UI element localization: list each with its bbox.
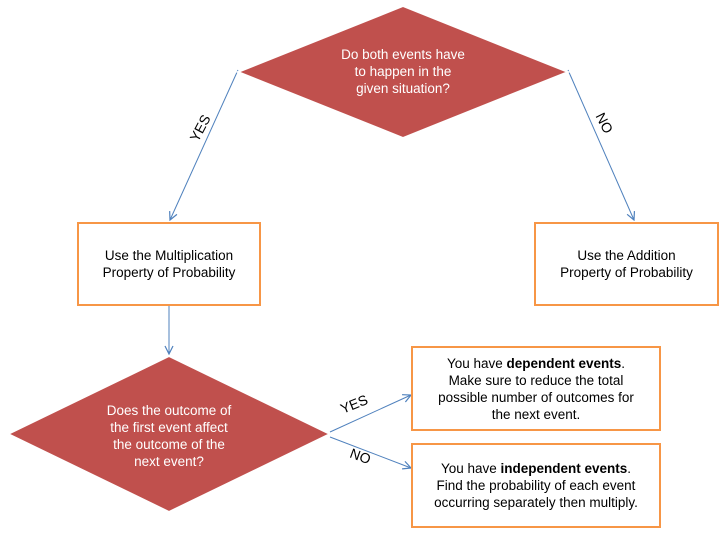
decision-line: Does the outcome of [106,403,232,418]
decision-line: next event? [134,454,204,469]
dependent-events-box: You have dependent events. Make sure to … [411,346,661,431]
independent-prefix: You have [440,461,501,476]
independent-bold: independent events [500,461,628,476]
box-line: possible number of outcomes for [438,389,634,405]
dependent-bold: dependent events [506,355,622,371]
independent-suffix: . [627,461,632,476]
decision-diamond-both-events [235,4,571,140]
box-line: Use the Addition [577,248,676,263]
box-line: Property of Probability [102,265,236,280]
box-line: Property of Probability [560,265,693,280]
connector-q1-to-addition [567,69,634,220]
independent-events-box: You have independent events. Find the pr… [411,443,661,528]
decision-line: the outcome of the [113,437,225,452]
addition-property-box: Use the Addition Property of Probability [534,222,719,306]
multiplication-property-box: Use the Multiplication Property of Proba… [77,222,261,306]
decision-diamond-outcome-affect [5,354,333,514]
box-line: occurring separately then multiply. [434,495,638,510]
decision-line: the first event affect [110,420,228,435]
independent-heading: You have independent events. [434,460,638,477]
box-line: Use the Multiplication [104,248,234,263]
connector-q2-to-dependent [329,395,411,433]
dependent-suffix: . [621,355,626,371]
box-line: the next event. [491,406,581,422]
decision-line: to happen in the [354,64,452,79]
box-line: Make sure to reduce the total [448,372,624,388]
dependent-prefix: You have [446,355,507,371]
decision-text-outcome-affect: Does the outcome of the first event affe… [79,402,259,470]
decision-text-both-events: Do both events have to happen in the giv… [313,46,493,97]
box-line: Find the probability of each event [436,478,636,493]
decision-line: Do both events have [341,47,465,62]
connector-q2-to-independent [329,436,411,468]
connector-q1-to-multiplication [170,69,239,220]
dependent-heading: You have dependent events. [438,355,634,372]
decision-line: given situation? [356,81,450,96]
